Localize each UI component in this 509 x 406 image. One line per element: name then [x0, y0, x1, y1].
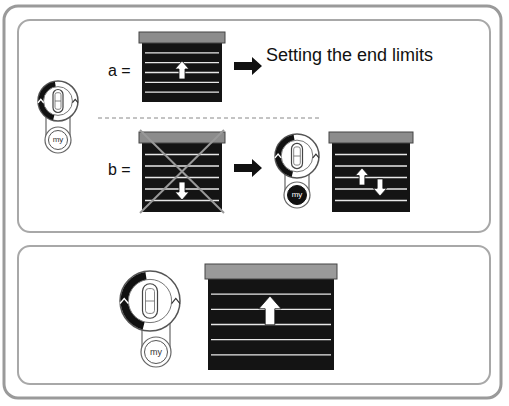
- my-button: my: [48, 130, 68, 150]
- outer-frame: [4, 6, 501, 398]
- top-panel: [18, 20, 490, 232]
- step-letter: b =: [108, 161, 131, 179]
- button-label: my: [292, 191, 303, 199]
- remote-control: [38, 81, 78, 153]
- my-button: my: [287, 185, 307, 205]
- button-label: my: [150, 348, 162, 357]
- step-caption: Setting the end limits: [266, 46, 433, 66]
- roller-blind: [205, 264, 337, 370]
- step-letter: a =: [108, 62, 131, 80]
- roller-blind: [139, 32, 225, 102]
- step-arrow: [234, 159, 262, 177]
- divider-dashed: [98, 118, 322, 119]
- bottom-panel: [18, 246, 490, 384]
- remote-control: [120, 271, 180, 367]
- roller-blind: [139, 130, 225, 213]
- roller-blind: [329, 132, 413, 212]
- button-label: my: [53, 136, 64, 144]
- remote-control: [275, 134, 319, 208]
- step-arrow: [234, 57, 262, 75]
- my-button: my: [144, 340, 168, 364]
